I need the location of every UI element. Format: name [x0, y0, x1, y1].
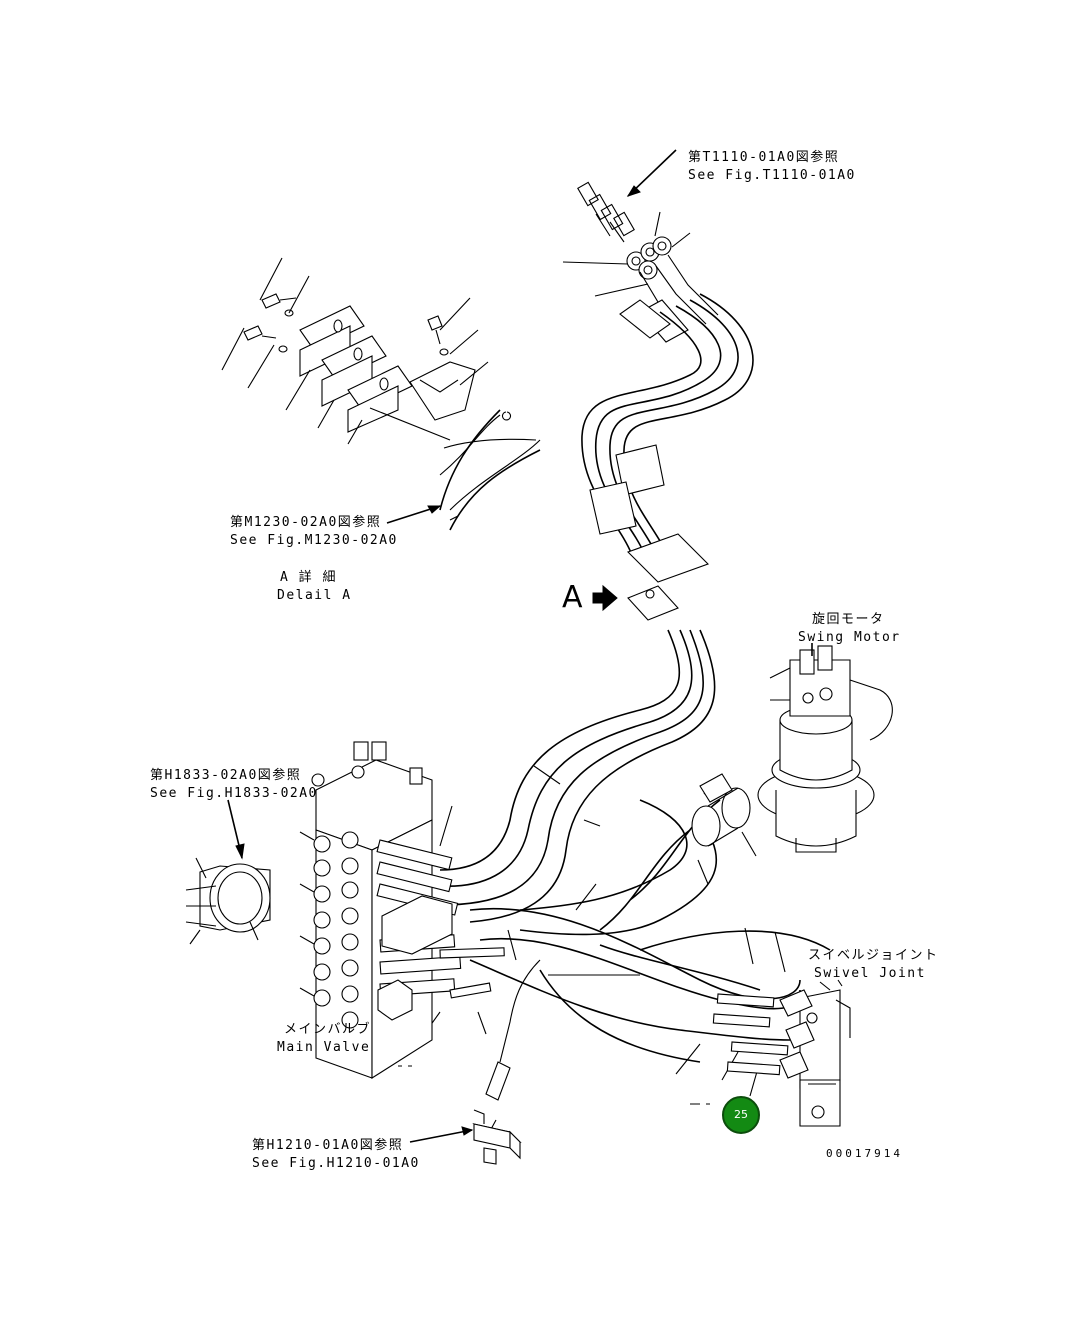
hose-clamps-upper: [589, 299, 710, 621]
t1110-ref-en: See Fig.T1110-01A0: [688, 168, 856, 183]
main-valve: [299, 741, 541, 1143]
swivel-leader: [837, 979, 843, 987]
swing-motor-label-en: Swing Motor: [798, 630, 901, 645]
main-valve-label-en: Main Valve: [277, 1040, 371, 1055]
main-valve-label-jp: メインバルブ: [284, 1022, 372, 1037]
lower-hose-bundle: [439, 629, 831, 1063]
swing-motor: [757, 643, 893, 853]
h1210-ref-en: See Fig.H1210-01A0: [252, 1156, 420, 1171]
swivel-joint: [398, 981, 851, 1127]
h1210-component: [409, 1109, 522, 1165]
swivel-joint-label-en: Swivel Joint: [814, 966, 926, 981]
view-arrow-a: [592, 584, 618, 612]
swing-motor-label-jp: 旋回モータ: [812, 612, 885, 627]
detail-a-title-jp: A 詳 細: [280, 570, 337, 585]
part-callout-25[interactable]: 25: [722, 1096, 760, 1134]
drawing-number: 00017914: [826, 1147, 903, 1160]
m1230-ref-jp: 第M1230-02A0図参照: [230, 515, 382, 530]
h1833-ref-jp: 第H1833-02A0図参照: [150, 768, 302, 783]
m1230-ref-en: See Fig.M1230-02A0: [230, 533, 398, 548]
t1110-ref-jp: 第T1110-01A0図参照: [688, 150, 840, 165]
detail-a-title-en: Delail A: [277, 588, 352, 603]
view-a-label: A: [562, 580, 583, 615]
swing-motor-hose: [599, 773, 751, 931]
h1210-ref-jp: 第H1210-01A0図参照: [252, 1138, 404, 1153]
swivel-joint-label-jp: スイベルジョイント: [808, 948, 939, 963]
h1833-component: [185, 799, 271, 945]
detail-a-clamp-assembly: [221, 257, 541, 531]
h1833-ref-en: See Fig.H1833-02A0: [150, 786, 318, 801]
